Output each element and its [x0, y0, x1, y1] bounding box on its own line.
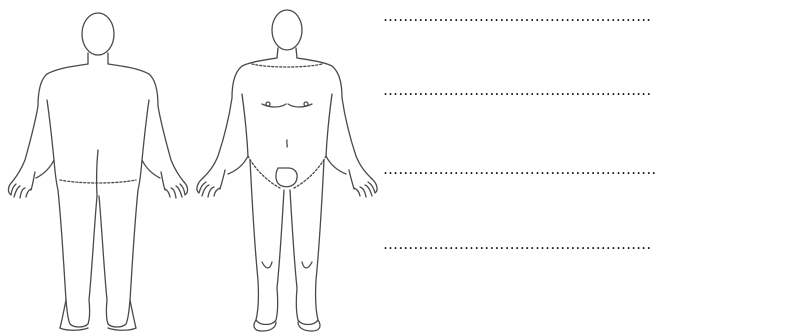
- body-diagram: [0, 0, 380, 333]
- back-view-figure: [8, 13, 187, 330]
- answer-line-1: ……..………………………………………: [383, 6, 795, 26]
- answer-line-4: ………………………………………….….: [383, 234, 795, 254]
- answer-line-3: …………………………………….………..: [383, 159, 795, 179]
- front-view-figure: [197, 10, 377, 331]
- answer-line-2: ………………………………………….….: [383, 80, 795, 100]
